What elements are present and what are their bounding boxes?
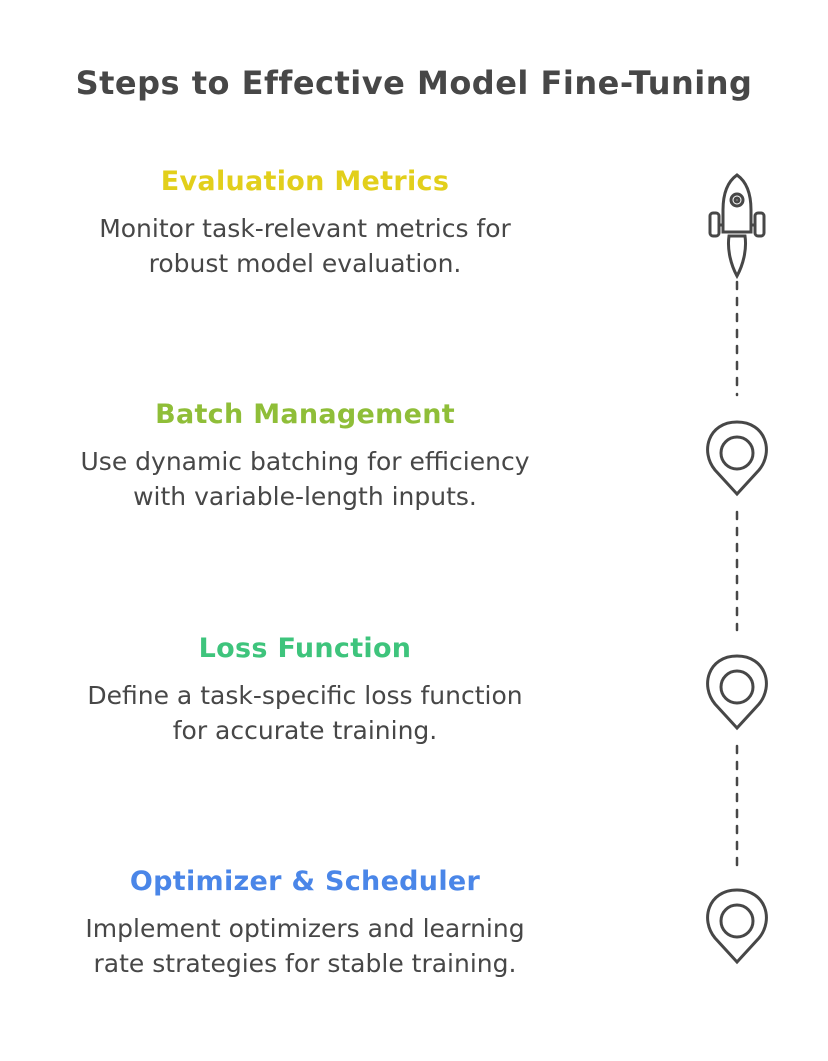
step-evaluation-metrics: Evaluation Metrics Monitor task-relevant… [30,166,580,281]
step-loss-function: Loss Function Define a task-specific los… [30,633,580,748]
desc-line: rate strategies for stable training. [93,949,517,978]
desc-line: Define a task-specific loss function [87,681,523,710]
step-heading: Evaluation Metrics [160,166,450,197]
map-pin-icon [706,654,768,731]
desc-line: Implement optimizers and learning [85,914,525,943]
step-description: Use dynamic batching for efficiency with … [30,444,580,514]
desc-line: Use dynamic batching for efficiency [80,447,530,476]
step-heading: Optimizer & Scheduler [129,866,481,897]
step-batch-management: Batch Management Use dynamic batching fo… [30,399,580,514]
desc-line: with variable-length inputs. [133,482,477,511]
desc-line: Monitor task-relevant metrics for [99,214,511,243]
step-description: Implement optimizers and learning rate st… [30,911,580,981]
desc-line: robust model evaluation. [148,249,462,278]
step-optimizer-scheduler: Optimizer & Scheduler Implement optimize… [30,866,580,981]
desc-line: for accurate training. [172,716,438,745]
step-description: Define a task-specific loss function for … [30,678,580,748]
step-heading: Loss Function [198,633,412,664]
map-pin-icon [706,888,768,965]
map-pin-icon [706,420,768,497]
page-title: Steps to Effective Model Fine-Tuning [75,64,753,102]
step-description: Monitor task-relevant metrics for robust … [30,211,580,281]
rocket-icon [708,173,766,280]
step-heading: Batch Management [155,399,455,430]
